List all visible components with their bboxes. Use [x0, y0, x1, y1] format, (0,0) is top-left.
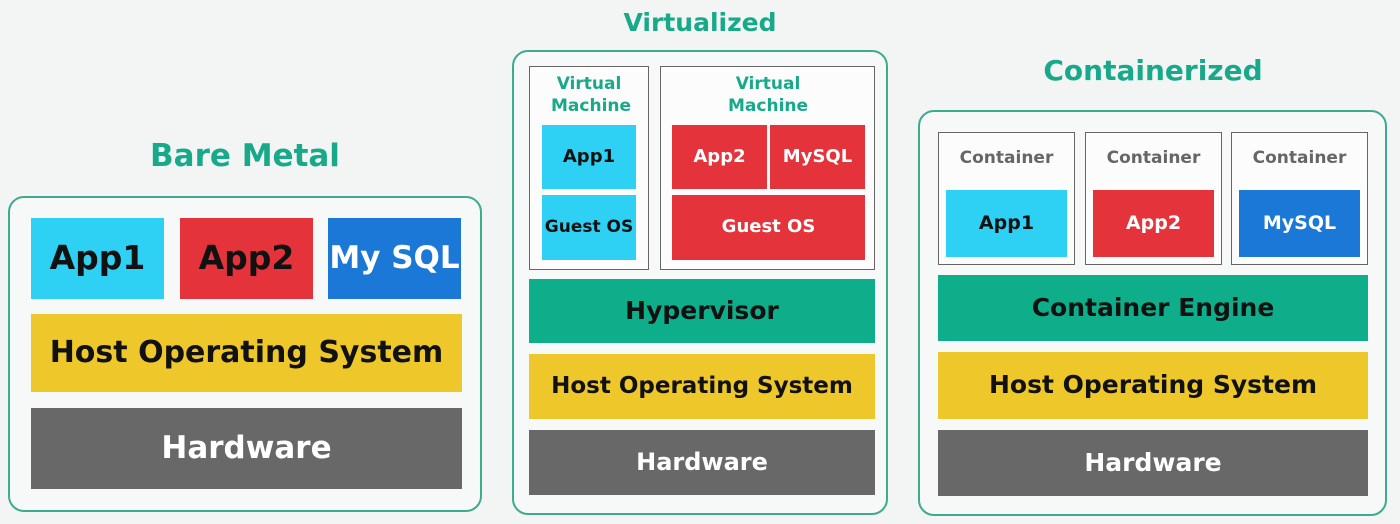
host-os-layer: Host Operating System — [31, 314, 462, 392]
containerized-title: Containerized — [1043, 54, 1263, 87]
container-2-label: Container — [1106, 148, 1201, 168]
vm1-guest-os-block: Guest OS — [542, 195, 636, 260]
hardware-layer: Hardware — [31, 408, 462, 489]
container-mysql-block: MySQL — [1239, 190, 1360, 257]
vm2-label: Virtual Machine — [728, 74, 809, 117]
container-3-label: Container — [1252, 148, 1347, 168]
vm2-mysql-block: MySQL — [770, 125, 865, 189]
containerized-hardware-layer: Hardware — [938, 430, 1368, 496]
mysql-block: My SQL — [328, 218, 461, 299]
app2-block: App2 — [180, 218, 313, 299]
containerized-host-os-layer: Host Operating System — [938, 352, 1368, 419]
container-engine-layer: Container Engine — [938, 275, 1368, 341]
virtualized-title: Virtualized — [623, 8, 777, 37]
virtualized-hardware-layer: Hardware — [529, 430, 875, 495]
hypervisor-layer: Hypervisor — [529, 279, 875, 343]
vm1-app1-block: App1 — [542, 125, 636, 189]
vm1-label: Virtual Machine — [551, 74, 632, 117]
vm2-app2-block: App2 — [672, 125, 767, 189]
vm2-guest-os-block: Guest OS — [672, 195, 865, 260]
bare-metal-title: Bare Metal — [150, 138, 340, 174]
virtualized-host-os-layer: Host Operating System — [529, 354, 875, 419]
container-1-label: Container — [959, 148, 1054, 168]
container-app2-block: App2 — [1093, 190, 1214, 257]
app1-block: App1 — [31, 218, 164, 299]
container-app1-block: App1 — [946, 190, 1067, 257]
